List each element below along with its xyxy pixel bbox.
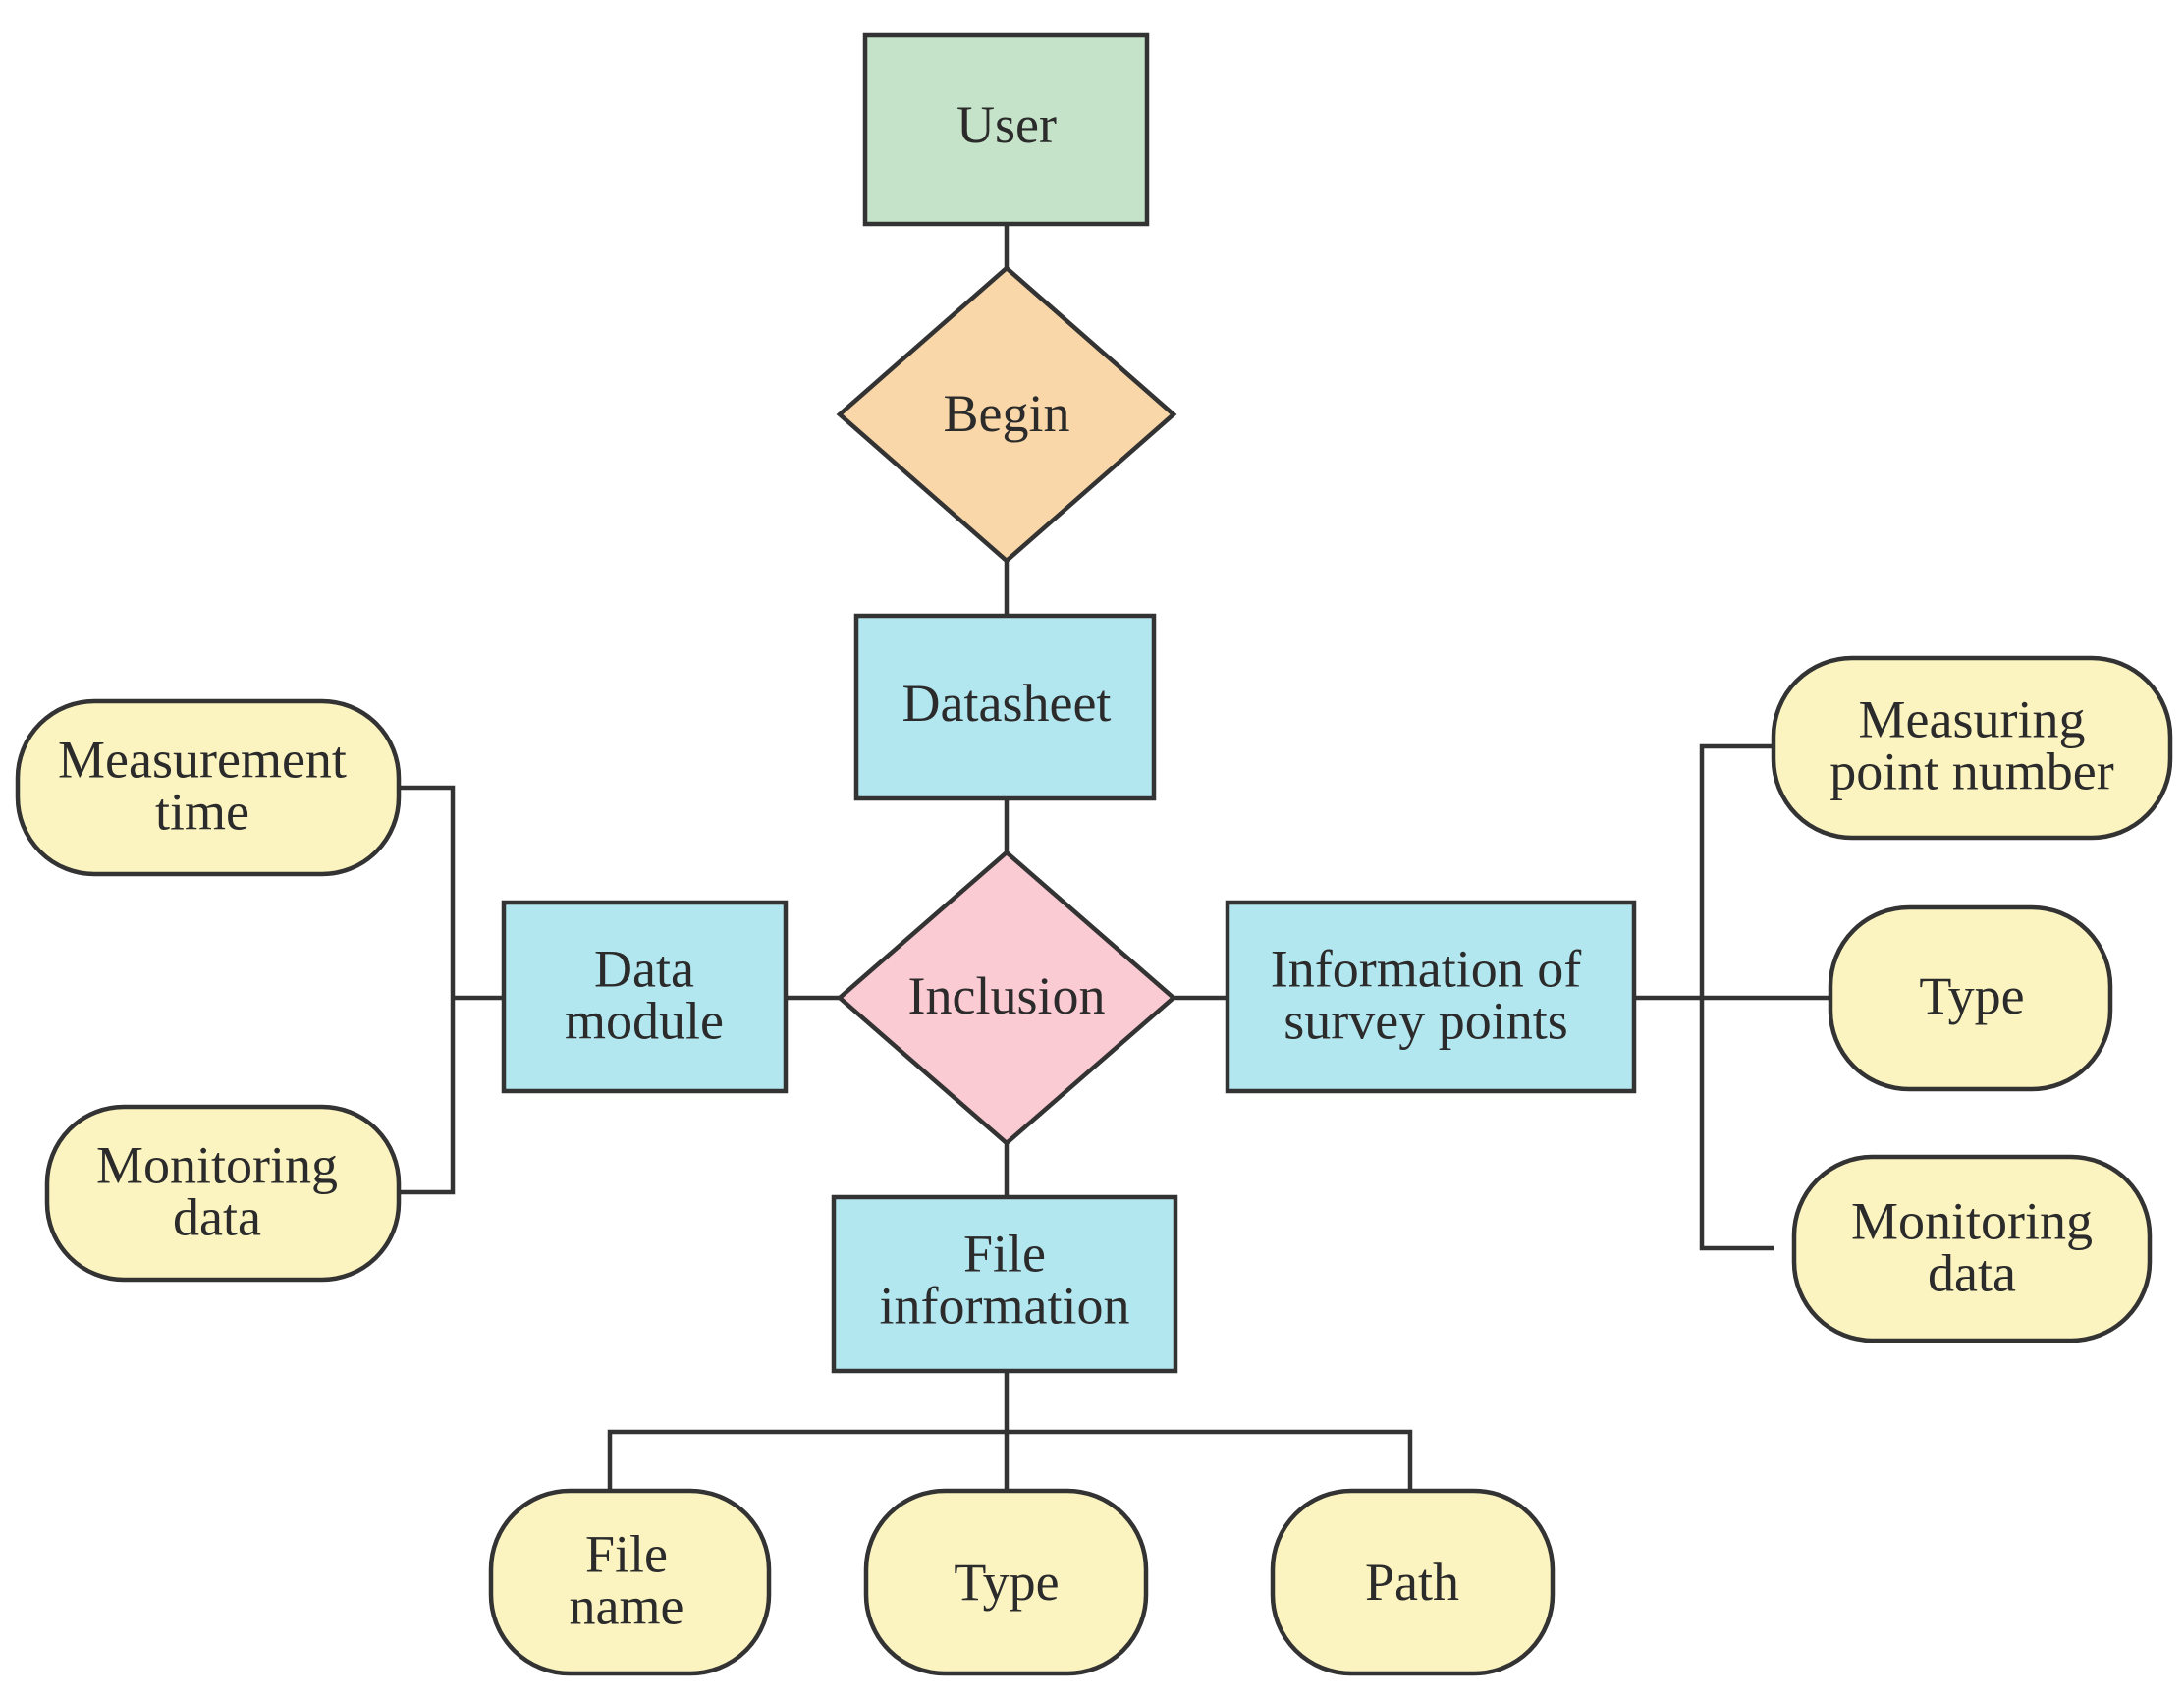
measurement-time-label-line-1: Measurement: [58, 731, 347, 790]
type-bottom-pill: [863, 1488, 1149, 1676]
monitoring-data-right-label-line-1: Monitoring: [1851, 1192, 2093, 1251]
file-name-label-line-2: name: [570, 1577, 684, 1636]
monitoring-data-right-label-line-2: data: [1928, 1244, 2016, 1303]
type-right-label-line-1: Type: [1919, 966, 2024, 1025]
begin-relationship: Begin: [836, 265, 1177, 564]
connector-fileinfo-attributes: [607, 1429, 1413, 1491]
survey-points-label-line-1: Information of: [1271, 940, 1581, 999]
type-bottom-attribute: Type: [863, 1488, 1149, 1676]
user-box: [862, 32, 1150, 227]
monitoring-data-right-pill: [1791, 1154, 2153, 1343]
data-module-label-line-2: module: [565, 992, 724, 1051]
path-attribute: Path: [1270, 1488, 1556, 1676]
monitoring-data-left-label-line-1: Monitoring: [96, 1136, 338, 1195]
survey-points-label-line-2: survey points: [1283, 992, 1568, 1051]
datasheet-label: Datasheet: [902, 674, 1112, 733]
begin-label-line-1: Begin: [944, 384, 1070, 443]
user-label-line-1: User: [956, 95, 1057, 154]
survey-points-box: [1225, 900, 1637, 1094]
type-right-label: Type: [1919, 966, 2024, 1025]
measurement-time-label-line-2: time: [155, 783, 249, 842]
type-right-attribute: Type: [1828, 904, 2113, 1092]
file-information-label-line-2: information: [880, 1277, 1130, 1336]
inclusion-diamond: [836, 850, 1177, 1146]
file-name-label-line-1: File: [585, 1525, 668, 1584]
begin-diamond: [836, 265, 1177, 564]
measurement-time-pill: [15, 698, 402, 877]
data-module-label-line-1: Data: [594, 940, 694, 999]
datasheet-box: [853, 613, 1157, 801]
user-entity: User: [862, 32, 1150, 227]
data-module-box: [501, 900, 789, 1094]
inclusion-relationship: Inclusion: [836, 850, 1177, 1146]
begin-label: Begin: [944, 384, 1070, 443]
connectors: [399, 224, 1830, 1491]
measuring-point-number-label-line-1: Measuring: [1859, 690, 2086, 749]
user-label: User: [956, 95, 1057, 154]
file-information-label-line-1: File: [963, 1225, 1046, 1284]
file-name-pill: [488, 1488, 772, 1676]
monitoring-data-left-pill: [44, 1104, 402, 1283]
measuring-point-number-pill: [1771, 655, 2173, 841]
path-label: Path: [1365, 1553, 1459, 1612]
type-right-pill: [1828, 904, 2113, 1092]
inclusion-label-line-1: Inclusion: [908, 966, 1106, 1025]
datasheet-label-line-1: Datasheet: [902, 674, 1112, 733]
monitoring-data-left-label-line-2: data: [173, 1188, 261, 1247]
measuring-point-number-label-line-2: point number: [1829, 742, 2113, 801]
path-pill: [1270, 1488, 1556, 1676]
type-bottom-label: Type: [954, 1553, 1059, 1612]
inclusion-label: Inclusion: [908, 966, 1106, 1025]
type-bottom-label-line-1: Type: [954, 1553, 1059, 1612]
path-label-line-1: Path: [1365, 1553, 1459, 1612]
connector-datamodule-attributes: [399, 785, 456, 1195]
datasheet-entity: Datasheet: [853, 613, 1157, 801]
file-information-box: [831, 1194, 1178, 1374]
